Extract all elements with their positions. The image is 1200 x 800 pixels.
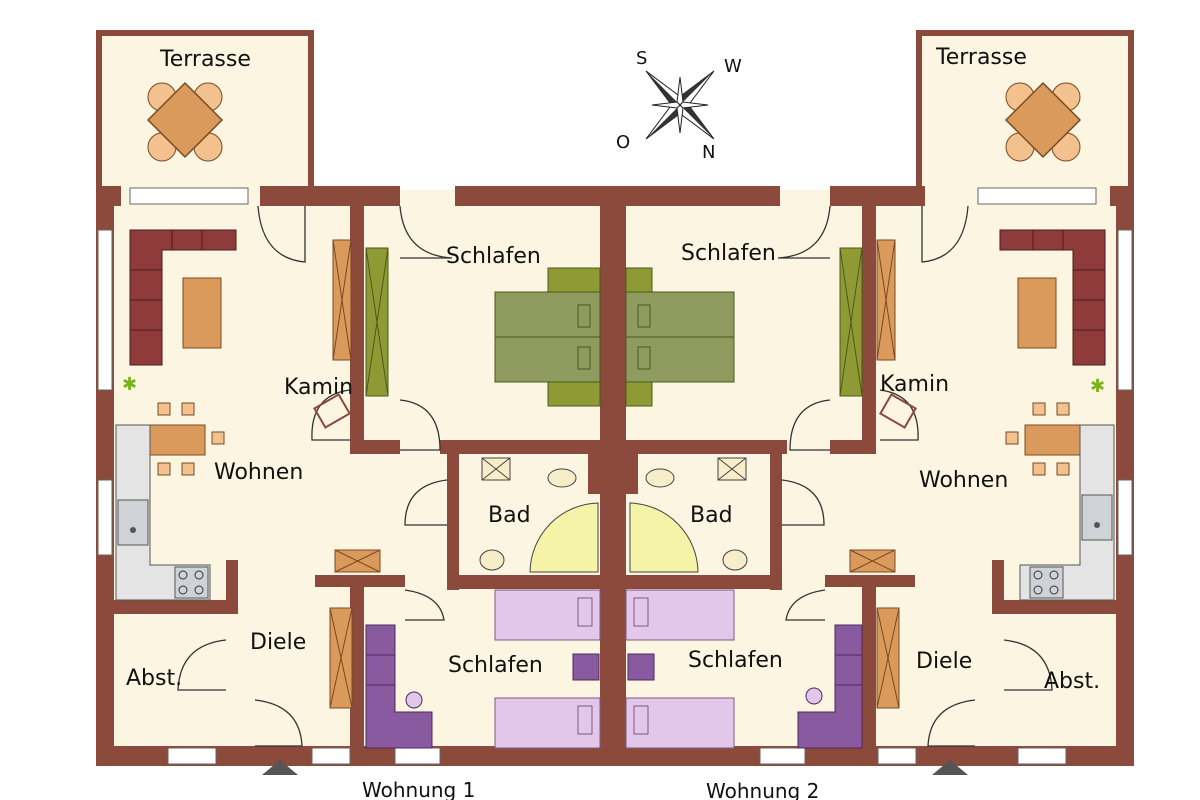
fireplace-right <box>879 393 917 429</box>
bathroom-fixtures-right <box>629 457 748 573</box>
label-storage-left: Abst. <box>126 666 182 691</box>
label-terrace-left: Terrasse <box>159 47 251 72</box>
label-bedroom-bottom-right: Schlafen <box>688 648 783 673</box>
label-bedroom-bottom-left: Schlafen <box>448 653 543 678</box>
terrace-table-left <box>146 81 224 162</box>
sofa-left <box>129 229 237 366</box>
plant-icon-left: ✱ <box>122 374 137 394</box>
compass-label-north: N <box>702 142 715 163</box>
sofa-right <box>999 229 1106 366</box>
double-bed-top-right <box>625 267 735 407</box>
beds-bottom-left <box>494 589 601 749</box>
entrance-arrow-left <box>262 760 298 775</box>
dining-set-left <box>149 402 225 476</box>
kitchen-left <box>115 424 211 601</box>
terrace-table-right <box>1004 81 1082 162</box>
double-bed-top-left <box>494 267 601 407</box>
label-hall-left: Diele <box>250 630 306 655</box>
entrance-arrow-right <box>932 760 968 775</box>
coffee-table-left <box>182 277 222 349</box>
compass-label-south: S <box>636 48 647 69</box>
windows <box>97 187 1133 765</box>
label-bath-right: Bad <box>690 503 733 528</box>
shoe-cabinet-right <box>849 549 896 573</box>
label-hall-right: Diele <box>916 649 972 674</box>
wardrobe-living-left <box>332 239 352 361</box>
wardrobe-hall-left <box>329 607 353 709</box>
label-storage-right: Abst. <box>1044 669 1100 694</box>
label-bedroom-top-right: Schlafen <box>681 241 776 266</box>
fireplace-left <box>313 393 351 429</box>
label-unit-1: Wohnung 1 <box>362 778 475 800</box>
dining-set-right <box>1005 402 1081 476</box>
compass-label-west: W <box>724 56 742 77</box>
label-fireplace-right: Kamin <box>880 372 949 397</box>
compass-rose-icon <box>645 70 715 140</box>
beds-bottom-right <box>625 589 735 749</box>
label-terrace-right: Terrasse <box>935 45 1027 70</box>
label-bedroom-top-left: Schlafen <box>446 244 541 269</box>
shoe-cabinet-left <box>334 549 381 573</box>
bathroom-fixtures-left <box>479 457 599 573</box>
plant-icon-right: ✱ <box>1090 376 1105 396</box>
label-living-left: Wohnen <box>214 460 303 485</box>
wardrobe-bedroom-right <box>839 247 863 397</box>
coffee-table-right <box>1017 277 1057 349</box>
corner-wardrobe-right <box>797 624 863 749</box>
label-bath-left: Bad <box>488 503 531 528</box>
wardrobe-bedroom-left <box>365 247 389 397</box>
wardrobe-hall-right <box>876 607 900 709</box>
doors <box>177 205 1053 747</box>
label-unit-2: Wohnung 2 <box>706 779 819 800</box>
corner-wardrobe-left <box>365 624 433 749</box>
kitchen-right <box>1019 424 1115 601</box>
label-fireplace-left: Kamin <box>284 375 353 400</box>
label-living-right: Wohnen <box>919 468 1008 493</box>
wardrobe-living-right <box>876 239 896 361</box>
compass-label-east: O <box>616 132 630 153</box>
